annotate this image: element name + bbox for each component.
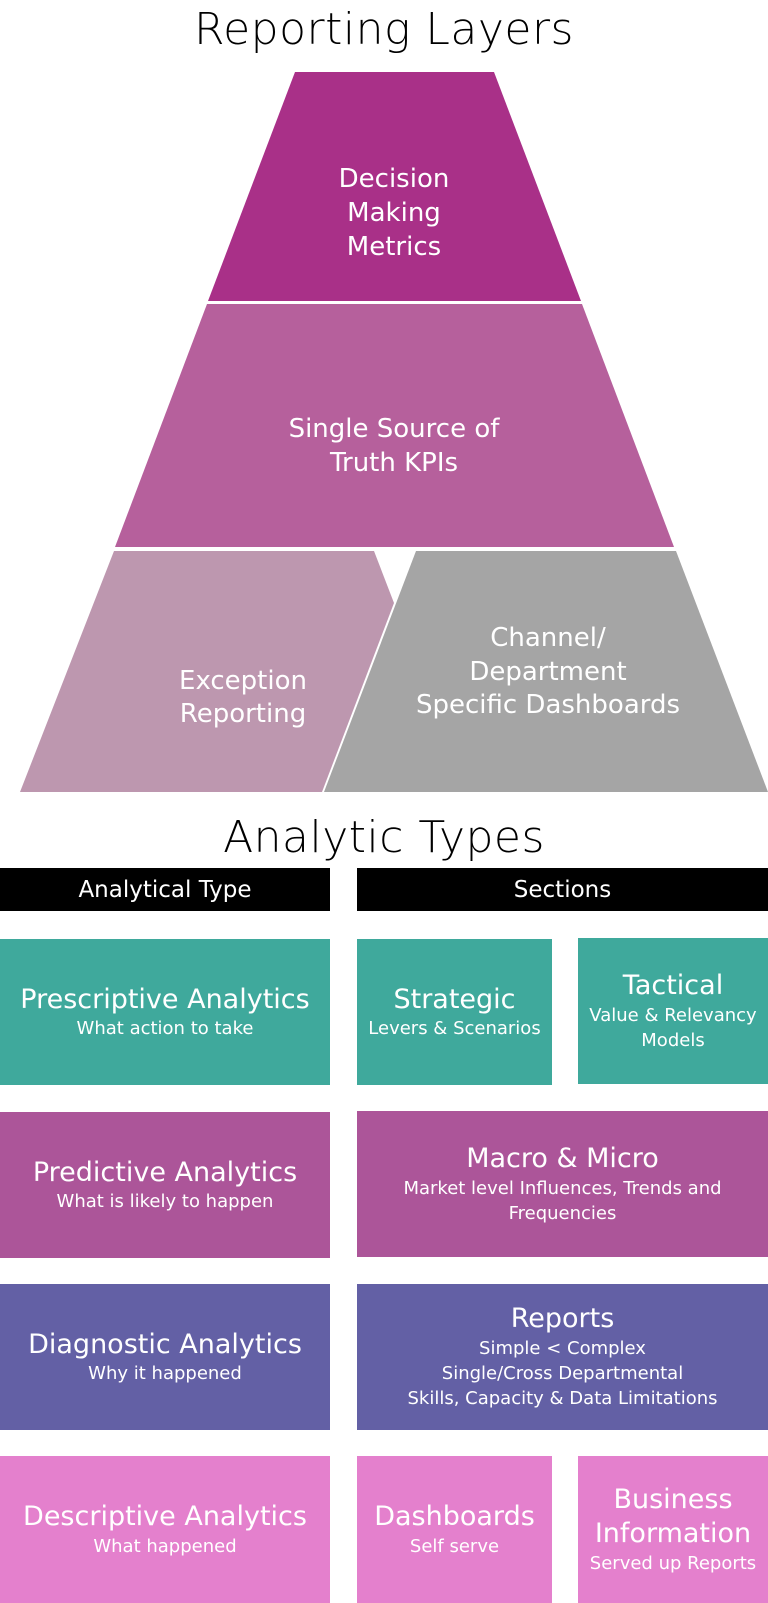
pyramid-layer-exception-reporting xyxy=(20,551,394,792)
pyramid-bottom-right-line2: Department xyxy=(469,657,626,687)
pyramid-bottom-right-line3: Specific Dashboards xyxy=(416,690,680,720)
section-description-line1: Market level Influences, Trends and xyxy=(403,1177,722,1199)
reporting-layers-pyramid: Decision Making Metrics Single Source of… xyxy=(20,72,768,792)
section-description-line2: Frequencies xyxy=(508,1202,617,1224)
pyramid-layer-single-source xyxy=(115,304,674,547)
section-description-line2: Single/Cross Departmental xyxy=(441,1363,684,1385)
analytical-type-header: Analytical Type xyxy=(0,868,330,911)
type-name: Descriptive Analytics xyxy=(23,1501,307,1533)
sections-header-label: Sections xyxy=(513,876,612,903)
tactical-section-box: Tactical Value & Relevancy Models xyxy=(578,938,768,1084)
section-description-line1: Value & Relevancy xyxy=(589,1004,757,1026)
pyramid-layer-channel-dashboards xyxy=(324,551,768,792)
sections-header: Sections xyxy=(357,868,768,911)
section-name-line2: Information xyxy=(594,1517,752,1549)
section-description: Self serve xyxy=(409,1535,500,1557)
section-name: Strategic xyxy=(393,983,516,1015)
section-description: Served up Reports xyxy=(589,1552,757,1574)
prescriptive-analytics-box: Prescriptive Analytics What action to ta… xyxy=(0,939,330,1085)
reports-section-box: Reports Simple < Complex Single/Cross De… xyxy=(357,1284,768,1430)
macro-micro-section-box: Macro & Micro Market level Influences, T… xyxy=(357,1111,768,1257)
type-name: Prescriptive Analytics xyxy=(20,983,310,1015)
section-description: Levers & Scenarios xyxy=(368,1018,541,1040)
type-description: What is likely to happen xyxy=(56,1191,274,1213)
pyramid-bottom-left-line1: Exception xyxy=(179,666,307,696)
section-name: Macro & Micro xyxy=(466,1142,659,1174)
descriptive-analytics-box: Descriptive Analytics What happened xyxy=(0,1456,330,1603)
type-name: Predictive Analytics xyxy=(32,1156,298,1188)
pyramid-top-line2: Making xyxy=(347,198,441,228)
pyramid-layer-decision-making xyxy=(208,72,581,301)
section-description-line3: Skills, Capacity & Data Limitations xyxy=(407,1388,718,1410)
pyramid-top-line1: Decision xyxy=(339,164,450,194)
reporting-layers-title: Reporting Layers xyxy=(194,4,574,55)
pyramid-bottom-right-line1: Channel/ xyxy=(490,623,606,653)
section-description-line2: Models xyxy=(641,1029,705,1051)
section-name: Tactical xyxy=(622,969,724,1001)
pyramid-middle-line1: Single Source of xyxy=(289,414,501,444)
strategic-section-box: Strategic Levers & Scenarios xyxy=(357,939,552,1085)
analytic-types-title: Analytic Types xyxy=(223,812,545,863)
type-name: Diagnostic Analytics xyxy=(28,1328,302,1360)
business-information-section-box: Business Information Served up Reports xyxy=(578,1456,768,1603)
section-name-line1: Business xyxy=(613,1484,733,1516)
predictive-analytics-box: Predictive Analytics What is likely to h… xyxy=(0,1112,330,1258)
pyramid-bottom-left-line2: Reporting xyxy=(180,699,306,729)
section-name: Dashboards xyxy=(374,1501,535,1533)
pyramid-top-line3: Metrics xyxy=(347,232,441,262)
type-description: What action to take xyxy=(76,1018,254,1040)
type-description: Why it happened xyxy=(88,1363,242,1385)
dashboards-section-box: Dashboards Self serve xyxy=(357,1456,552,1603)
diagnostic-analytics-box: Diagnostic Analytics Why it happened xyxy=(0,1284,330,1430)
pyramid-middle-line2: Truth KPIs xyxy=(329,448,458,478)
section-name: Reports xyxy=(510,1303,615,1335)
section-description-line1: Simple < Complex xyxy=(479,1338,646,1360)
analytical-type-header-label: Analytical Type xyxy=(78,876,252,903)
type-description: What happened xyxy=(93,1535,237,1557)
